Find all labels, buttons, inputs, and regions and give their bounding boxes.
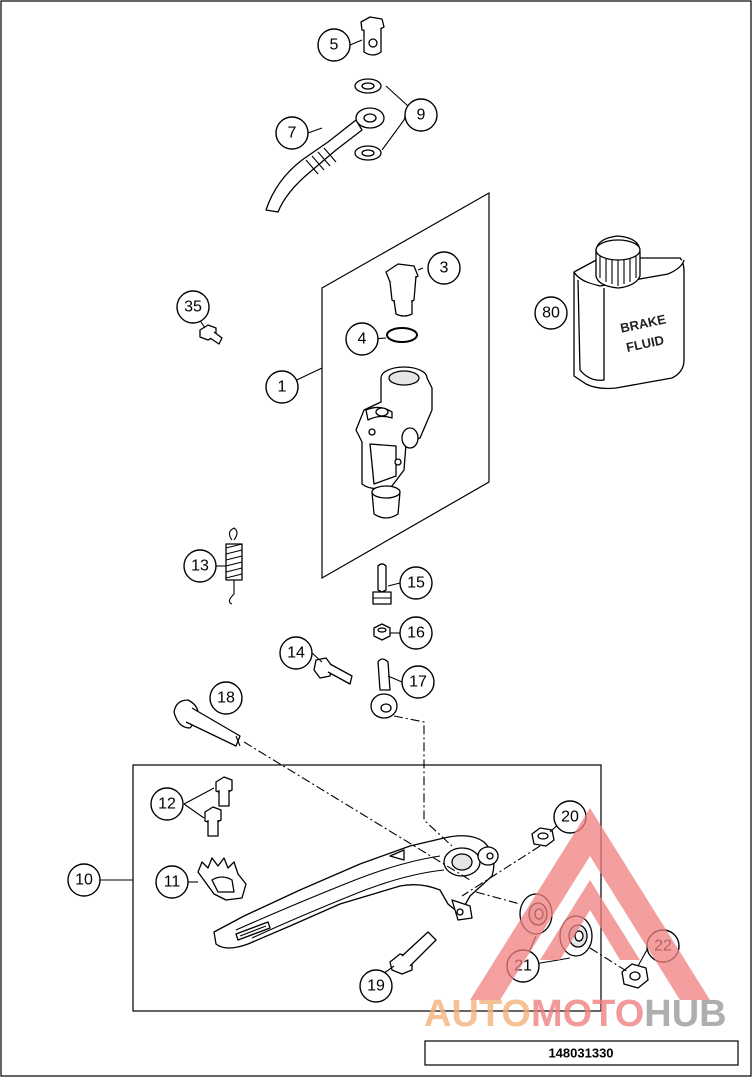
banjo-bolt	[360, 16, 385, 56]
svg-text:5: 5	[330, 37, 339, 54]
brake-pedal-lever	[213, 835, 499, 949]
callout-12: 12	[150, 787, 184, 821]
svg-text:18: 18	[217, 690, 235, 707]
footpeg-bolt-lower	[204, 806, 222, 837]
svg-text:4: 4	[358, 331, 367, 348]
callout-35: 35	[176, 290, 210, 324]
svg-text:80: 80	[542, 305, 560, 322]
svg-text:12: 12	[158, 796, 176, 813]
svg-text:19: 19	[367, 978, 385, 995]
svg-text:9: 9	[417, 107, 426, 124]
svg-text:20: 20	[561, 809, 579, 826]
callout-7: 7	[275, 116, 309, 150]
watermark-logo	[470, 808, 710, 1000]
callout-9: 9	[404, 98, 438, 132]
assembly-line-pivot	[243, 741, 471, 881]
svg-text:13: 13	[191, 558, 209, 575]
callout-5: 5	[317, 28, 351, 62]
assembly-line-bearings	[461, 845, 541, 897]
callout-11: 11	[155, 865, 189, 899]
svg-text:7: 7	[288, 125, 297, 142]
brake-line	[265, 107, 385, 213]
callout-20: 20	[553, 800, 587, 834]
pivot-bolt	[313, 657, 353, 685]
svg-text:1: 1	[278, 379, 287, 396]
svg-text:11: 11	[164, 874, 181, 891]
callout-1: 1	[265, 370, 299, 404]
reservoir-fitting	[385, 263, 419, 317]
small-bolt	[199, 324, 223, 345]
brake-fluid-can: BRAKE FLUID	[573, 235, 685, 390]
spacer-bushing	[531, 827, 555, 847]
svg-text:35: 35	[184, 299, 202, 316]
svg-text:3: 3	[440, 260, 449, 277]
svg-text:16: 16	[407, 625, 425, 642]
pedal-step	[197, 857, 247, 901]
callout-10: 10	[67, 863, 101, 897]
callout-17: 17	[401, 665, 435, 699]
svg-text:15: 15	[407, 575, 425, 592]
callout-80: 80	[534, 296, 568, 330]
watermark-text: AUTOMOTOHUB	[424, 993, 727, 1035]
svg-text:14: 14	[287, 645, 305, 662]
push-rod	[372, 563, 392, 605]
diagram-code-box: 148031330	[424, 1040, 739, 1066]
footpeg-bolt-upper	[215, 776, 233, 807]
callout-13: 13	[183, 549, 217, 583]
assembly-line-clevis	[393, 715, 453, 847]
svg-text:10: 10	[75, 872, 93, 889]
master-cylinder	[355, 366, 433, 519]
callout-3: 3	[427, 251, 461, 285]
callout-16: 16	[399, 616, 433, 650]
o-ring	[386, 327, 418, 343]
callout-15: 15	[399, 566, 433, 600]
assembly-frame-master-cylinder	[321, 191, 490, 580]
return-spring	[225, 527, 243, 605]
clevis	[370, 658, 398, 719]
diagram-code: 148031330	[548, 1046, 613, 1061]
pedal-pivot-bolt	[173, 699, 241, 747]
callout-4: 4	[345, 322, 379, 356]
svg-text:17: 17	[409, 674, 427, 691]
callout-19: 19	[359, 969, 393, 1003]
callout-18: 18	[209, 681, 243, 715]
pedal-bolt	[389, 931, 437, 975]
assembly-frame-brake-pedal	[132, 764, 602, 1012]
callout-14: 14	[279, 636, 313, 670]
